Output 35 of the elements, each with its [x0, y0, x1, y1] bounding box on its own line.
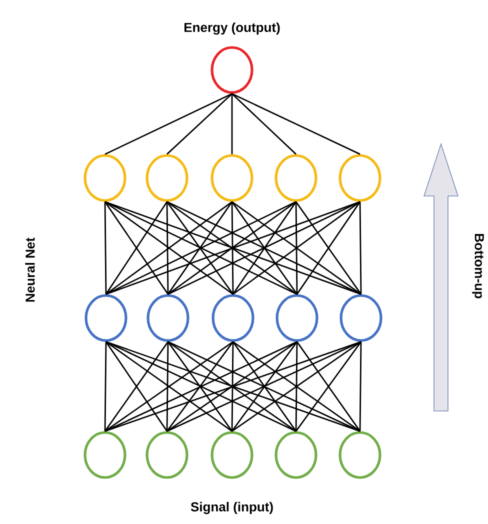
neuron-circle — [212, 294, 254, 342]
connection-line — [166, 202, 169, 294]
neuron-circle — [146, 294, 190, 342]
neuron-circle — [274, 154, 318, 202]
input-label: Signal (input) — [190, 502, 273, 514]
connection-line — [295, 202, 298, 294]
neuron-circle — [338, 431, 382, 479]
neuron-circle — [274, 431, 318, 479]
neuron-circle — [210, 431, 254, 479]
neuron-circle — [146, 154, 188, 202]
connection-line — [166, 342, 169, 432]
neuron-circle — [84, 154, 126, 202]
connection-line — [231, 202, 234, 294]
neuron-circle — [276, 294, 318, 342]
output-label: Energy (output) — [184, 22, 280, 35]
connection-line — [295, 342, 298, 432]
neuron-circle — [210, 46, 254, 94]
connection-line — [104, 202, 107, 294]
connection-line — [359, 202, 362, 294]
connection-line — [231, 94, 233, 154]
connection-line — [166, 93, 232, 155]
neuron-circle — [84, 431, 126, 479]
connection-line — [104, 342, 107, 432]
connection-line — [231, 342, 234, 432]
neuron-circle — [338, 154, 382, 202]
neuron-circle — [340, 294, 382, 342]
side-label: Neural Net — [25, 238, 35, 302]
neuron-circle — [84, 294, 128, 342]
connection-line — [232, 93, 360, 155]
connection-line — [104, 93, 232, 155]
neuron-circle — [146, 431, 188, 479]
side-label: Bottom-up — [472, 234, 484, 298]
neuron-circle — [210, 154, 254, 202]
connection-line — [232, 93, 296, 155]
connection-line — [359, 342, 362, 432]
